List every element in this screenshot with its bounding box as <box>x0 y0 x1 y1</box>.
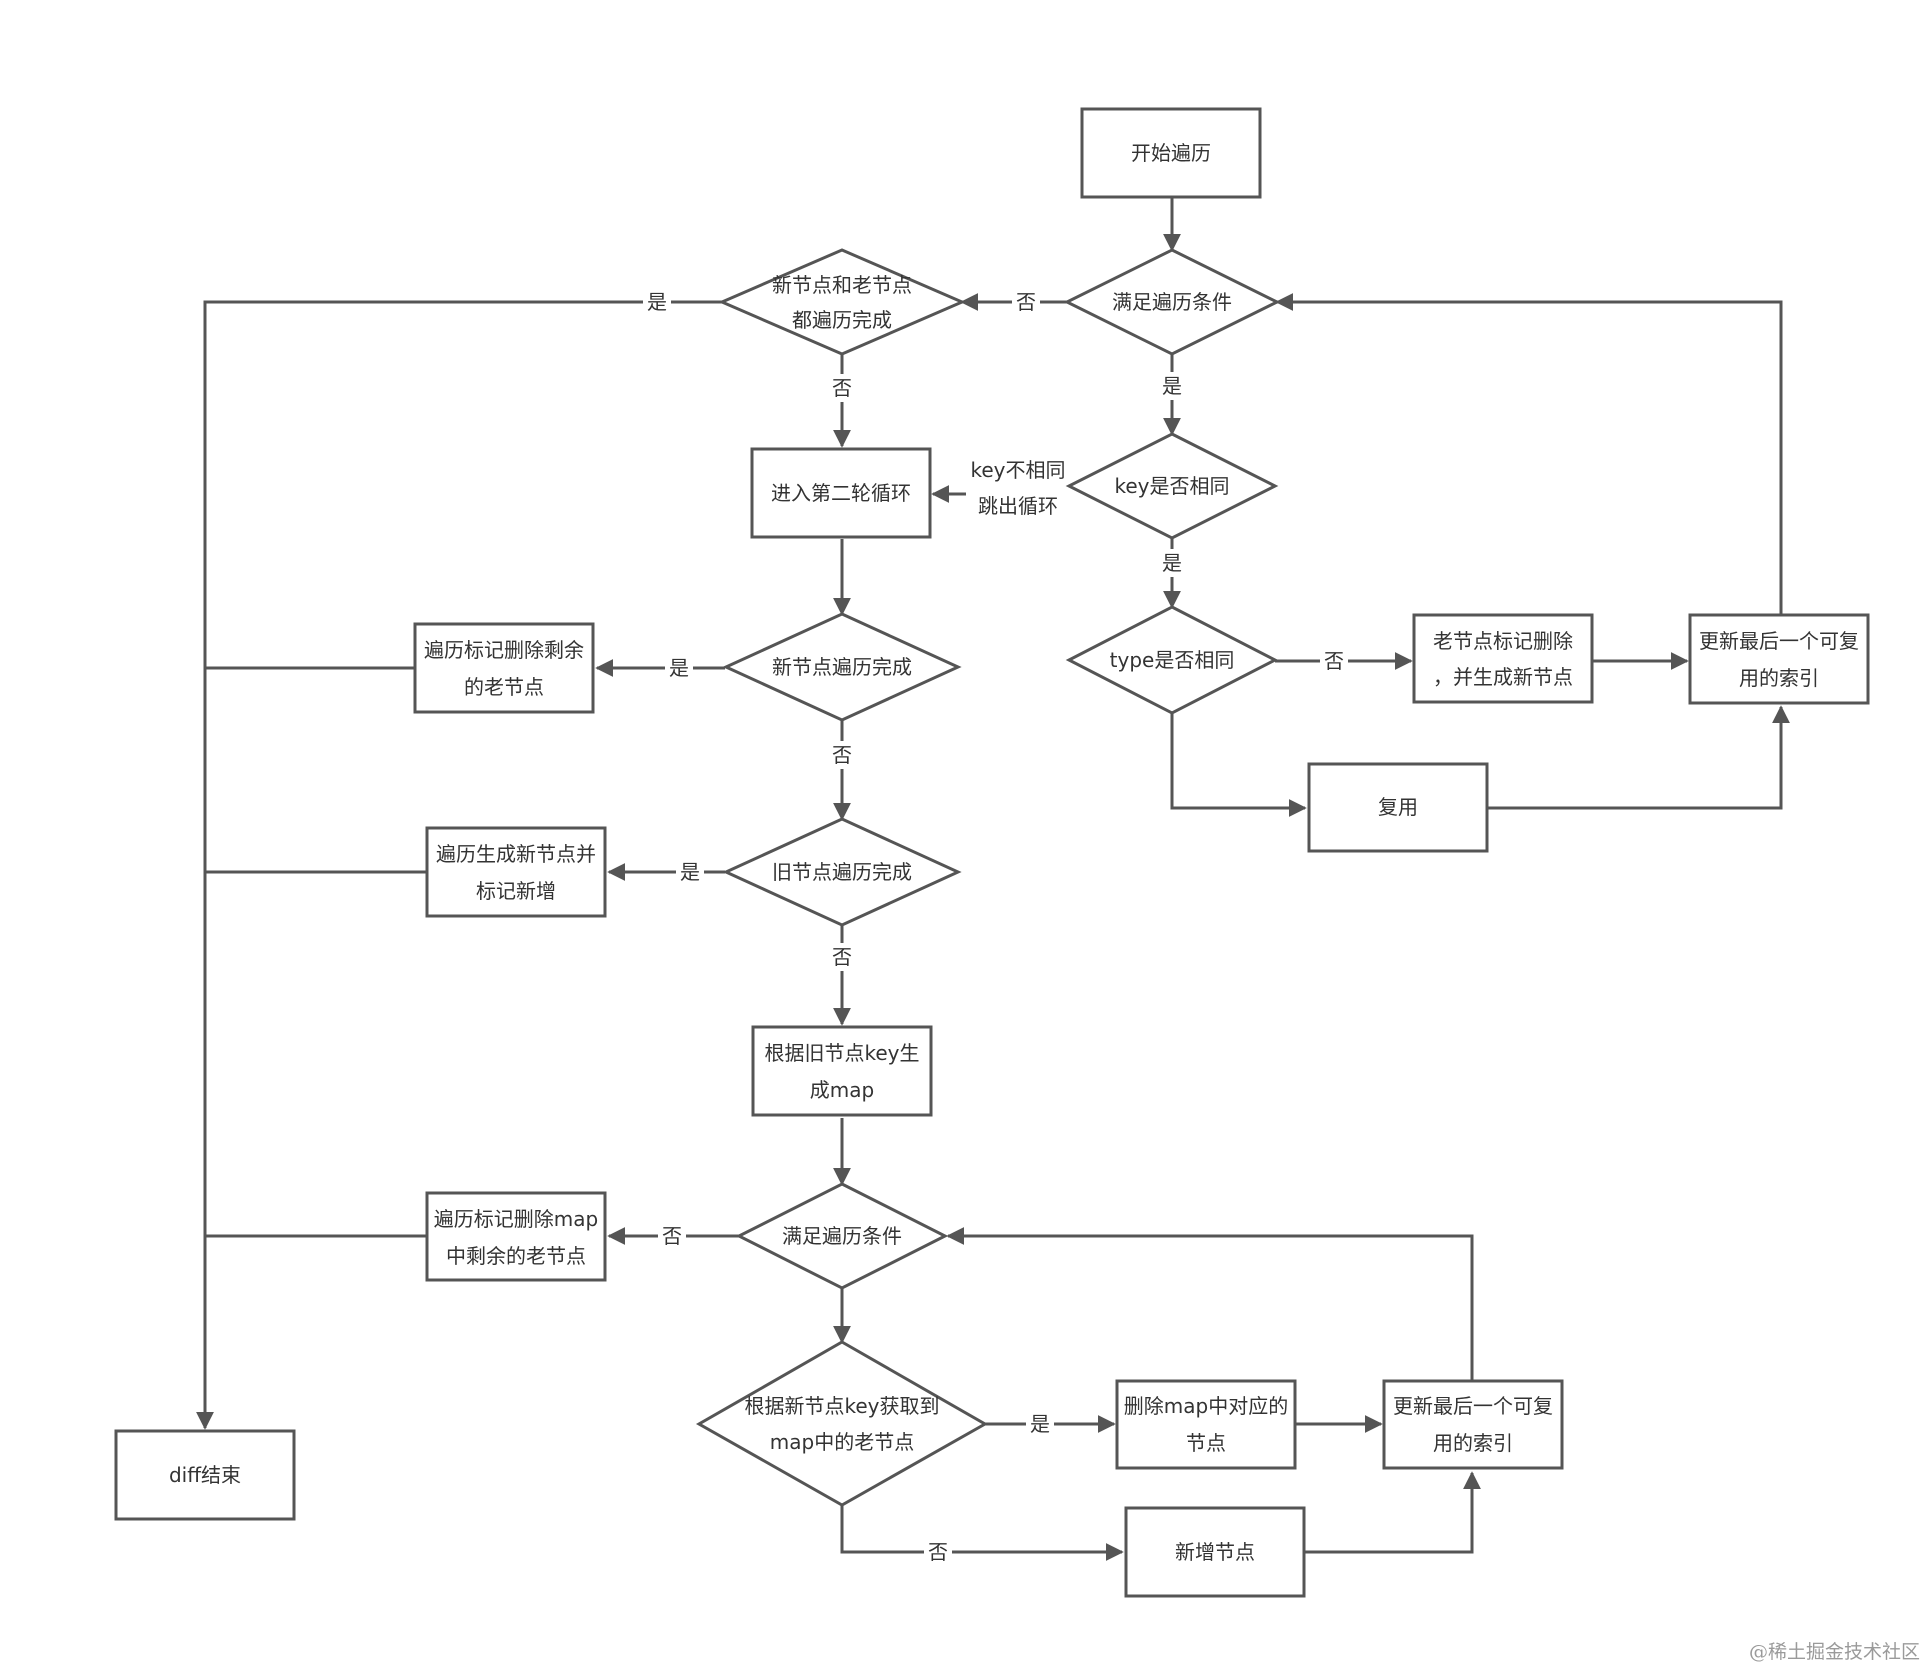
edge-getold-to-addnode <box>840 1505 1124 1561</box>
node-cond2: 满足遍历条件 <box>735 1182 949 1290</box>
node-type-same: type是否相同 <box>1065 605 1279 715</box>
node-new-done: 新节点遍历完成 <box>722 612 962 722</box>
node-key-same: key是否相同 <box>1065 432 1279 540</box>
nodes: 开始遍历 满足遍历条件 新节点和老节点 都遍历完成 key是否相同 进入第二轮循… <box>114 107 1870 1598</box>
label-cond1-no: 否 <box>1016 290 1036 314</box>
node-start-label: 开始遍历 <box>1131 141 1211 165</box>
label-typesame-no: 否 <box>1324 649 1344 673</box>
node-update-index-2-line1: 更新最后一个可复 <box>1393 1394 1553 1418</box>
node-type-same-label: type是否相同 <box>1110 648 1235 672</box>
node-both-done-line1: 新节点和老节点 <box>772 273 912 297</box>
node-delete-rest-old: 遍历标记删除剩余 的老节点 <box>413 622 595 714</box>
node-both-done: 新节点和老节点 都遍历完成 <box>718 248 966 356</box>
node-get-old-by-key-line2: map中的老节点 <box>770 1430 914 1454</box>
node-add-node-label: 新增节点 <box>1175 1540 1255 1564</box>
node-delete-map-rest: 遍历标记删除map 中剩余的老节点 <box>425 1191 607 1282</box>
node-get-old-by-key: 根据新节点key获取到 map中的老节点 <box>695 1340 989 1507</box>
label-keydiff-line1: key不相同 <box>970 458 1065 482</box>
node-second-loop: 进入第二轮循环 <box>750 447 932 539</box>
node-generate-new: 遍历生成新节点并 标记新增 <box>425 826 607 918</box>
node-generate-new-line2: 标记新增 <box>476 879 556 903</box>
node-new-done-label: 新节点遍历完成 <box>772 655 912 679</box>
node-old-done-label: 旧节点遍历完成 <box>772 860 912 884</box>
node-make-map: 根据旧节点key生 成map <box>751 1025 933 1117</box>
node-delete-from-map-line1: 删除map中对应的 <box>1124 1394 1288 1418</box>
node-add-node: 新增节点 <box>1124 1506 1306 1598</box>
edge-labels: 否 是 是 否 key不相同 跳出循环 是 否 是 否 是 否 否 是 否 <box>643 288 1348 1566</box>
edge-typesame-to-reuse <box>1170 713 1307 817</box>
node-start: 开始遍历 <box>1080 107 1262 199</box>
edge-bothdone-to-trunk <box>196 300 725 1430</box>
label-newdone-yes: 是 <box>669 656 689 680</box>
edge-updateidx2-to-cond2 <box>946 1227 1474 1381</box>
label-olddone-no: 否 <box>832 945 852 969</box>
edge-addnode-to-updateidx2 <box>1304 1471 1481 1554</box>
node-diff-end: diff结束 <box>114 1429 296 1521</box>
node-both-done-line2: 都遍历完成 <box>792 308 892 332</box>
node-mark-delete-new: 老节点标记删除 ，并生成新节点 <box>1412 613 1594 704</box>
node-get-old-by-key-line1: 根据新节点key获取到 <box>744 1394 939 1418</box>
node-delete-map-rest-line1: 遍历标记删除map <box>434 1207 598 1231</box>
node-old-done: 旧节点遍历完成 <box>722 817 962 927</box>
label-bothdone-no: 否 <box>832 376 852 400</box>
node-reuse-label: 复用 <box>1378 795 1418 819</box>
node-delete-map-rest-line2: 中剩余的老节点 <box>446 1244 586 1268</box>
node-make-map-line2: 成map <box>810 1078 874 1102</box>
label-getold-no: 否 <box>928 1540 948 1564</box>
node-mark-delete-new-line2: ，并生成新节点 <box>1433 665 1573 689</box>
node-update-index-2: 更新最后一个可复 用的索引 <box>1382 1379 1564 1470</box>
edge-reuse-to-updateidx1 <box>1487 705 1790 810</box>
watermark-text: @稀土掘金技术社区 <box>1749 1641 1920 1663</box>
node-key-same-label: key是否相同 <box>1114 474 1229 498</box>
node-mark-delete-new-line1: 老节点标记删除 <box>1433 629 1573 653</box>
node-diff-end-label: diff结束 <box>169 1463 241 1487</box>
label-keysame-yes: 是 <box>1162 551 1182 575</box>
label-olddone-yes: 是 <box>680 860 700 884</box>
node-cond2-label: 满足遍历条件 <box>782 1224 902 1248</box>
node-delete-from-map-line2: 节点 <box>1186 1431 1226 1455</box>
node-update-index-2-line2: 用的索引 <box>1433 1431 1513 1455</box>
label-cond2-no: 否 <box>662 1224 682 1248</box>
node-update-index-1-line2: 用的索引 <box>1739 666 1819 690</box>
label-keydiff-line2: 跳出循环 <box>978 494 1058 518</box>
node-second-loop-label: 进入第二轮循环 <box>771 481 911 505</box>
node-update-index-1: 更新最后一个可复 用的索引 <box>1688 613 1870 705</box>
label-bothdone-yes: 是 <box>647 290 667 314</box>
label-newdone-no: 否 <box>832 743 852 767</box>
edge-updateidx1-to-cond1 <box>1275 293 1783 615</box>
label-cond1-yes: 是 <box>1162 374 1182 398</box>
node-cond1: 满足遍历条件 <box>1063 248 1281 356</box>
node-delete-from-map: 删除map中对应的 节点 <box>1115 1379 1297 1470</box>
label-getold-yes: 是 <box>1030 1412 1050 1436</box>
node-reuse: 复用 <box>1307 762 1489 853</box>
node-generate-new-line1: 遍历生成新节点并 <box>436 842 596 866</box>
node-cond1-label: 满足遍历条件 <box>1112 290 1232 314</box>
node-delete-rest-old-line2: 的老节点 <box>464 675 544 699</box>
node-update-index-1-line1: 更新最后一个可复 <box>1699 629 1859 653</box>
node-delete-rest-old-line1: 遍历标记删除剩余 <box>424 638 584 662</box>
node-make-map-line1: 根据旧节点key生 <box>764 1041 919 1065</box>
